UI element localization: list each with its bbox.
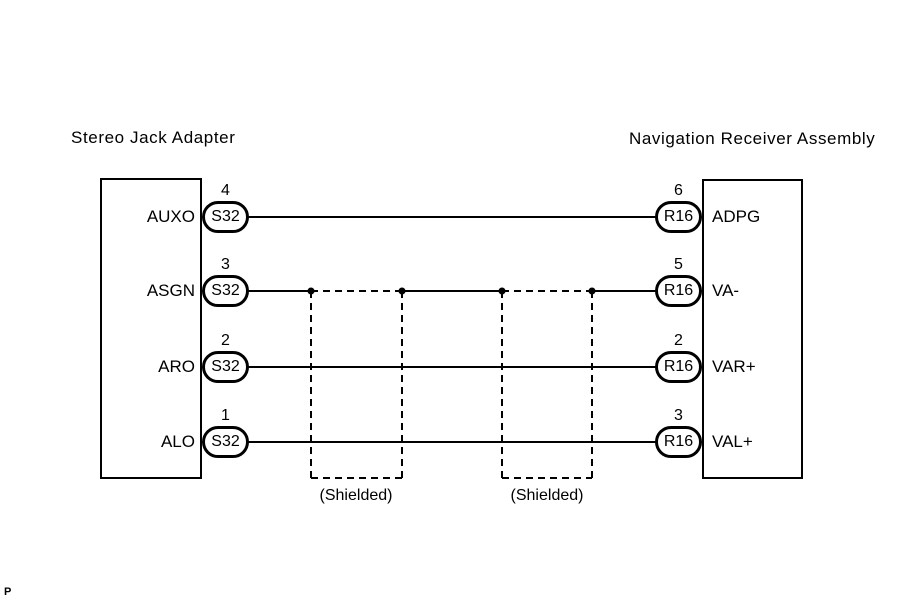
left-connector-code: S32: [211, 433, 240, 450]
left-terminal-number-3: 3: [221, 256, 230, 273]
right-connector-code: R16: [663, 358, 694, 375]
left-pin-label-aro: ARO: [158, 357, 195, 376]
left-component-box: [100, 178, 202, 479]
left-pin-label-asgn: ASGN: [146, 281, 195, 300]
left-connector-pill: S32: [202, 351, 249, 383]
right-connector-code: R16: [663, 433, 694, 450]
right-pin-label-va-minus: VA-: [712, 281, 740, 300]
junction-dot: [307, 287, 315, 295]
junction-dot: [588, 287, 596, 295]
right-terminal-number-3: 3: [674, 407, 683, 424]
right-connector-code: R16: [663, 208, 694, 225]
junction-dot: [498, 287, 506, 295]
left-connector-pill: S32: [202, 201, 249, 233]
right-pin-label-val-plus: VAL+: [712, 432, 753, 451]
right-terminal-number-5: 5: [674, 256, 683, 273]
right-connector-pill: R16: [655, 426, 702, 458]
left-pin-label-auxo: AUXO: [146, 207, 195, 226]
left-connector-pill: S32: [202, 275, 249, 307]
left-terminal-number-4: 4: [221, 182, 230, 199]
right-terminal-number-2: 2: [674, 332, 683, 349]
right-pin-label-adpg: ADPG: [712, 207, 761, 226]
right-connector-pill: R16: [655, 275, 702, 307]
shield-label-1: (Shielded): [319, 487, 393, 504]
left-connector-code: S32: [211, 282, 240, 299]
right-component-box: [702, 179, 803, 479]
right-terminal-number-6: 6: [674, 182, 683, 199]
left-connector-code: S32: [211, 358, 240, 375]
left-pin-label-alo: ALO: [160, 432, 195, 451]
right-connector-pill: R16: [655, 201, 702, 233]
left-terminal-number-2: 2: [221, 332, 230, 349]
junction-dot: [398, 287, 406, 295]
left-connector-pill: S32: [202, 426, 249, 458]
left-terminal-number-1: 1: [221, 407, 230, 424]
left-connector-code: S32: [211, 208, 240, 225]
right-connector-code: R16: [663, 282, 694, 299]
shield-label-2: (Shielded): [510, 487, 584, 504]
right-component-title: Navigation Receiver Assembly: [629, 129, 876, 148]
left-component-title: Stereo Jack Adapter: [71, 128, 236, 147]
watermark-letter: P: [4, 586, 12, 598]
right-connector-pill: R16: [655, 351, 702, 383]
right-pin-label-var-plus: VAR+: [712, 357, 756, 376]
